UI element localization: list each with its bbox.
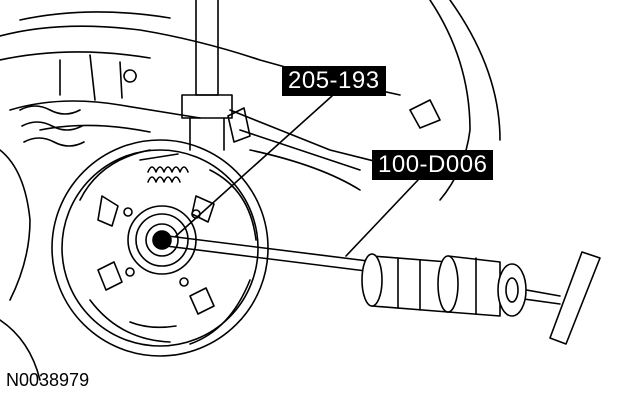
slide-hammer-weight	[361, 253, 527, 317]
wheel-hub	[123, 205, 201, 287]
chassis-background	[0, 0, 501, 381]
callout-100-d006: 100-D006	[372, 150, 494, 180]
return-spring	[147, 166, 189, 183]
brake-backing-plate	[51, 139, 269, 357]
callout-205-193: 205-193	[282, 66, 386, 96]
coil-spring	[19, 105, 85, 147]
figure-id: N0038979	[6, 370, 90, 390]
leader-lines	[175, 95, 419, 257]
strut	[181, 0, 233, 151]
t-handle	[549, 251, 601, 345]
